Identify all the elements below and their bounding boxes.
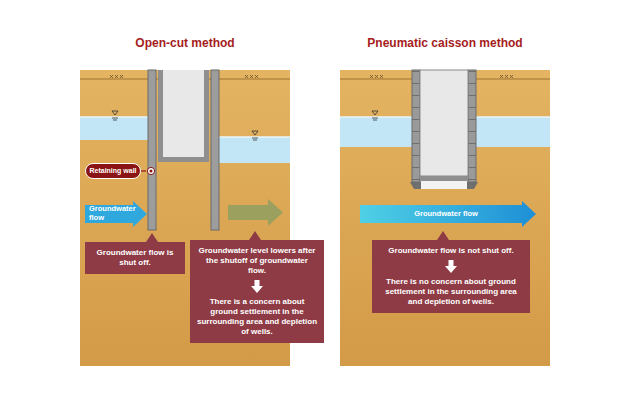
note-box: Groundwater flow is not shut off. There i… (372, 240, 530, 313)
caisson-ground (340, 70, 550, 366)
callout-pointer (249, 231, 261, 240)
groundwater-band (218, 137, 290, 163)
flow-arrow-body (85, 201, 147, 227)
flow-arrow: Groundwater flow (360, 201, 536, 227)
flow-arrow: Groundwater flow (85, 201, 147, 227)
node-text: Groundwater flow (370, 210, 522, 219)
retaining-wall (211, 70, 219, 230)
caisson-interior (420, 70, 468, 176)
retaining-wall (148, 70, 156, 230)
cutting-edge (410, 182, 421, 189)
callout-pointer (146, 233, 158, 242)
down-arrow-shape (445, 260, 457, 273)
structure-interior (163, 70, 204, 157)
water-level-symbol (372, 111, 378, 120)
leader-dot (150, 170, 153, 173)
node-text: There is no concern about ground settlem… (379, 277, 523, 307)
method-panel: Pneumatic caisson methodGroundwater flow… (340, 36, 550, 366)
node-text: Groundwater flow is not shut off. (379, 246, 523, 256)
method-panel: Open-cut methodRetaining wallGroundwater… (80, 36, 290, 366)
groundwater-band (80, 117, 150, 140)
node-text: Groundwater level lowers after the shuto… (197, 246, 317, 276)
note-box: Groundwater level lowers after the shuto… (190, 240, 324, 343)
panel-title: Pneumatic caisson method (340, 36, 550, 50)
lowered-flow-arrow (228, 199, 283, 226)
node-text: Groundwater flow (89, 205, 131, 222)
cutting-edge (467, 182, 478, 189)
down-arrow-shape (251, 280, 263, 293)
caisson-wall (412, 70, 420, 182)
leader-dot (147, 167, 154, 174)
water-surface (80, 116, 150, 118)
water-surface (218, 136, 290, 138)
working-chamber (421, 181, 467, 189)
panel-title: Open-cut method (80, 36, 290, 50)
note-box: Groundwater flow is shut off. (85, 242, 185, 274)
flow-arrow-body (360, 201, 536, 227)
node-text: Groundwater flow is shut off. (92, 248, 178, 268)
callout-pointer (437, 231, 449, 240)
soil (340, 70, 550, 366)
node-text: Retaining wall (89, 167, 137, 175)
down-arrow (251, 280, 263, 293)
structure-shell (158, 70, 209, 162)
callout-label: Retaining wall (85, 163, 141, 179)
down-arrow (445, 260, 457, 273)
caisson-wall (468, 70, 476, 182)
node-text: There is a concern about ground settleme… (197, 297, 317, 337)
caisson-slab (420, 176, 468, 181)
